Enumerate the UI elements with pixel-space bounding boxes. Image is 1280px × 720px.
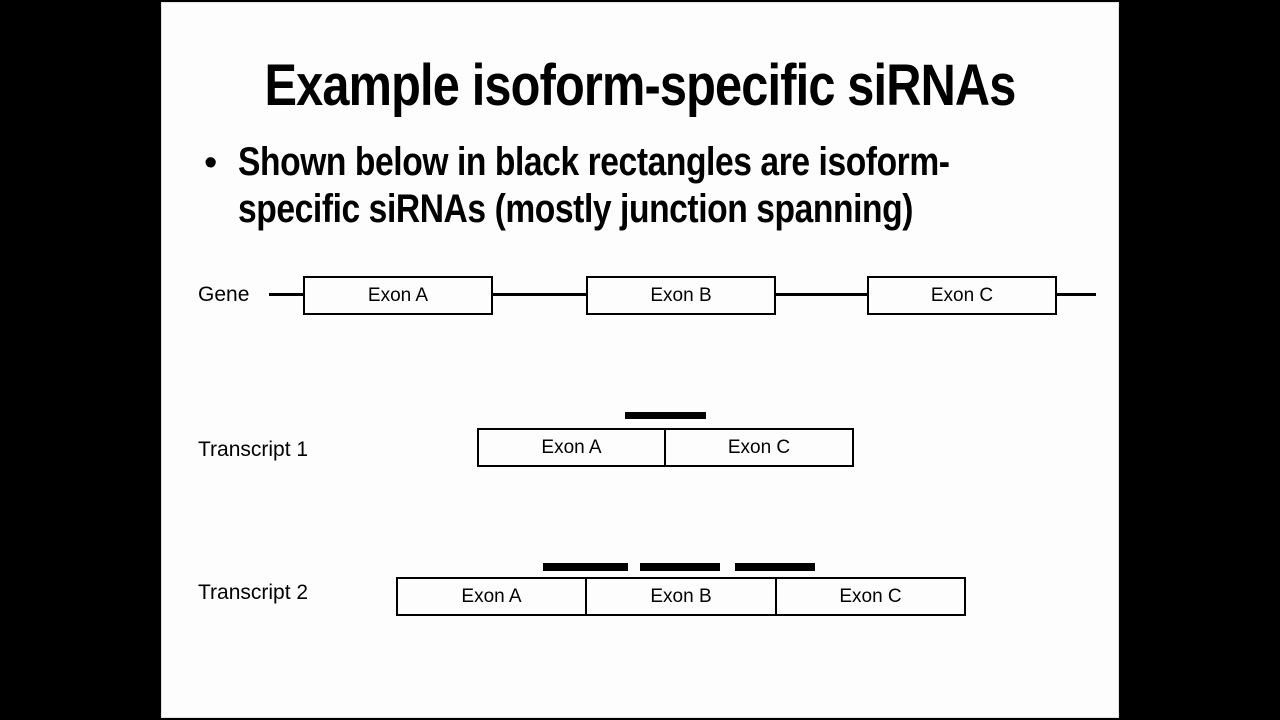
transcript2-exon-c-label: Exon C <box>839 585 902 607</box>
transcript2-exon-c-box: Exon C <box>775 577 966 616</box>
bullet-line-2: specific siRNAs (mostly junction spannin… <box>238 187 913 231</box>
gene-label: Gene <box>198 283 250 306</box>
transcript1-exon-a-label: Exon A <box>541 436 602 458</box>
transcript1-exon-a-box: Exon A <box>477 428 666 467</box>
sirna-bar-t2-exon-b <box>640 563 720 571</box>
gene-exon-c-label: Exon C <box>930 284 994 306</box>
transcript1-label: Transcript 1 <box>198 438 309 461</box>
bullet-line-1: Shown below in black rectangles are isof… <box>238 140 950 184</box>
sirna-bar-t1-junction-ac <box>625 412 706 419</box>
sirna-bar-t2-junction-bc <box>735 563 815 571</box>
sirna-bar-t2-junction-ab <box>543 563 628 571</box>
gene-exon-c-box: Exon C <box>867 276 1057 315</box>
bullet-text: Shown below in black rectangles are isof… <box>238 139 950 233</box>
transcript2-exon-a-box: Exon A <box>396 577 587 616</box>
transcript2-label: Transcript 2 <box>198 581 309 604</box>
transcript1-exon-c-box: Exon C <box>664 428 854 467</box>
gene-exon-b-label: Exon B <box>650 284 712 306</box>
gene-exon-b-box: Exon B <box>586 276 776 315</box>
transcript1-exon-c-label: Exon C <box>727 436 791 458</box>
gene-exon-a-label: Exon A <box>367 284 429 306</box>
transcript2-exon-a-label: Exon A <box>461 585 522 607</box>
transcript2-exon-b-box: Exon B <box>585 577 777 616</box>
bullet-marker: • <box>204 142 218 184</box>
gene-exon-a-box: Exon A <box>303 276 493 315</box>
slide-title: Example isoform-specific siRNAs <box>264 53 1016 118</box>
transcript2-exon-b-label: Exon B <box>650 585 712 607</box>
